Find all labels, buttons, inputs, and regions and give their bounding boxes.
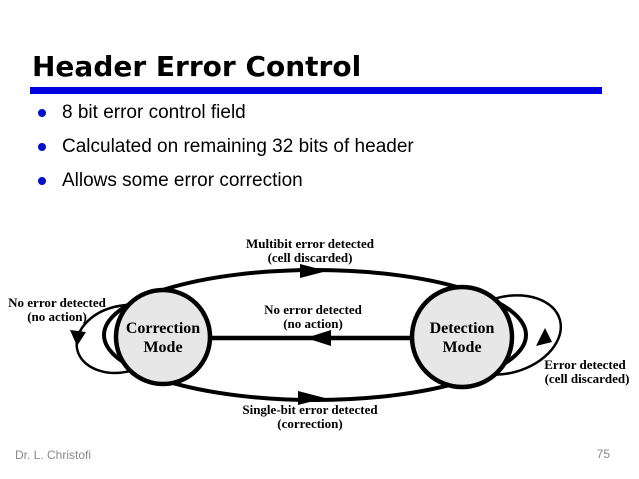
arrowhead-left-loop-icon xyxy=(70,330,86,346)
bullet-dot-icon xyxy=(38,143,46,151)
bullet-text: 8 bit error control field xyxy=(62,102,246,123)
label-bottom-transition-line1: Single-bit error detected xyxy=(242,402,378,417)
label-right-loop-line1: Error detected xyxy=(544,357,626,372)
label-left-loop-line1: No error detected xyxy=(8,295,106,310)
arrowhead-right-loop-icon xyxy=(536,328,552,346)
label-right-loop-line2: (cell discarded) xyxy=(545,371,630,386)
arrowhead-bottom-right-icon xyxy=(298,391,325,405)
label-state-correction-line2: Mode xyxy=(143,339,182,356)
state-circle-correction xyxy=(113,287,213,387)
label-middle-transition-line2: (no action) xyxy=(283,316,343,331)
bullet-item: Calculated on remaining 32 bits of heade… xyxy=(38,136,414,158)
bullet-dot-icon xyxy=(38,177,46,185)
arrowhead-top-right-icon xyxy=(300,264,327,278)
bullet-text: Allows some error correction xyxy=(62,170,303,191)
arrowhead-middle-left-icon xyxy=(306,330,331,346)
bullet-dot-icon xyxy=(38,109,46,117)
label-state-detection-line2: Mode xyxy=(442,339,481,356)
label-state-detection-line1: Detection xyxy=(430,320,495,337)
title-underline-rule xyxy=(30,87,602,94)
footer-author: Dr. L. Christofi xyxy=(15,448,92,462)
label-top-transition-line1: Multibit error detected xyxy=(246,236,375,251)
label-top-transition-line2: (cell discarded) xyxy=(268,250,353,265)
page-number: 75 xyxy=(596,447,610,461)
label-state-correction-line1: Correction xyxy=(126,320,200,337)
state-circle-detection xyxy=(409,284,515,390)
label-left-loop-line2: (no action) xyxy=(27,309,87,324)
bullet-item: 8 bit error control field xyxy=(38,102,246,124)
bullet-item: Allows some error correction xyxy=(38,170,303,192)
label-middle-transition-line1: No error detected xyxy=(264,302,362,317)
label-bottom-transition-line2: (correction) xyxy=(277,416,342,431)
bullet-text: Calculated on remaining 32 bits of heade… xyxy=(62,136,414,157)
page-title: Header Error Control xyxy=(32,50,362,83)
